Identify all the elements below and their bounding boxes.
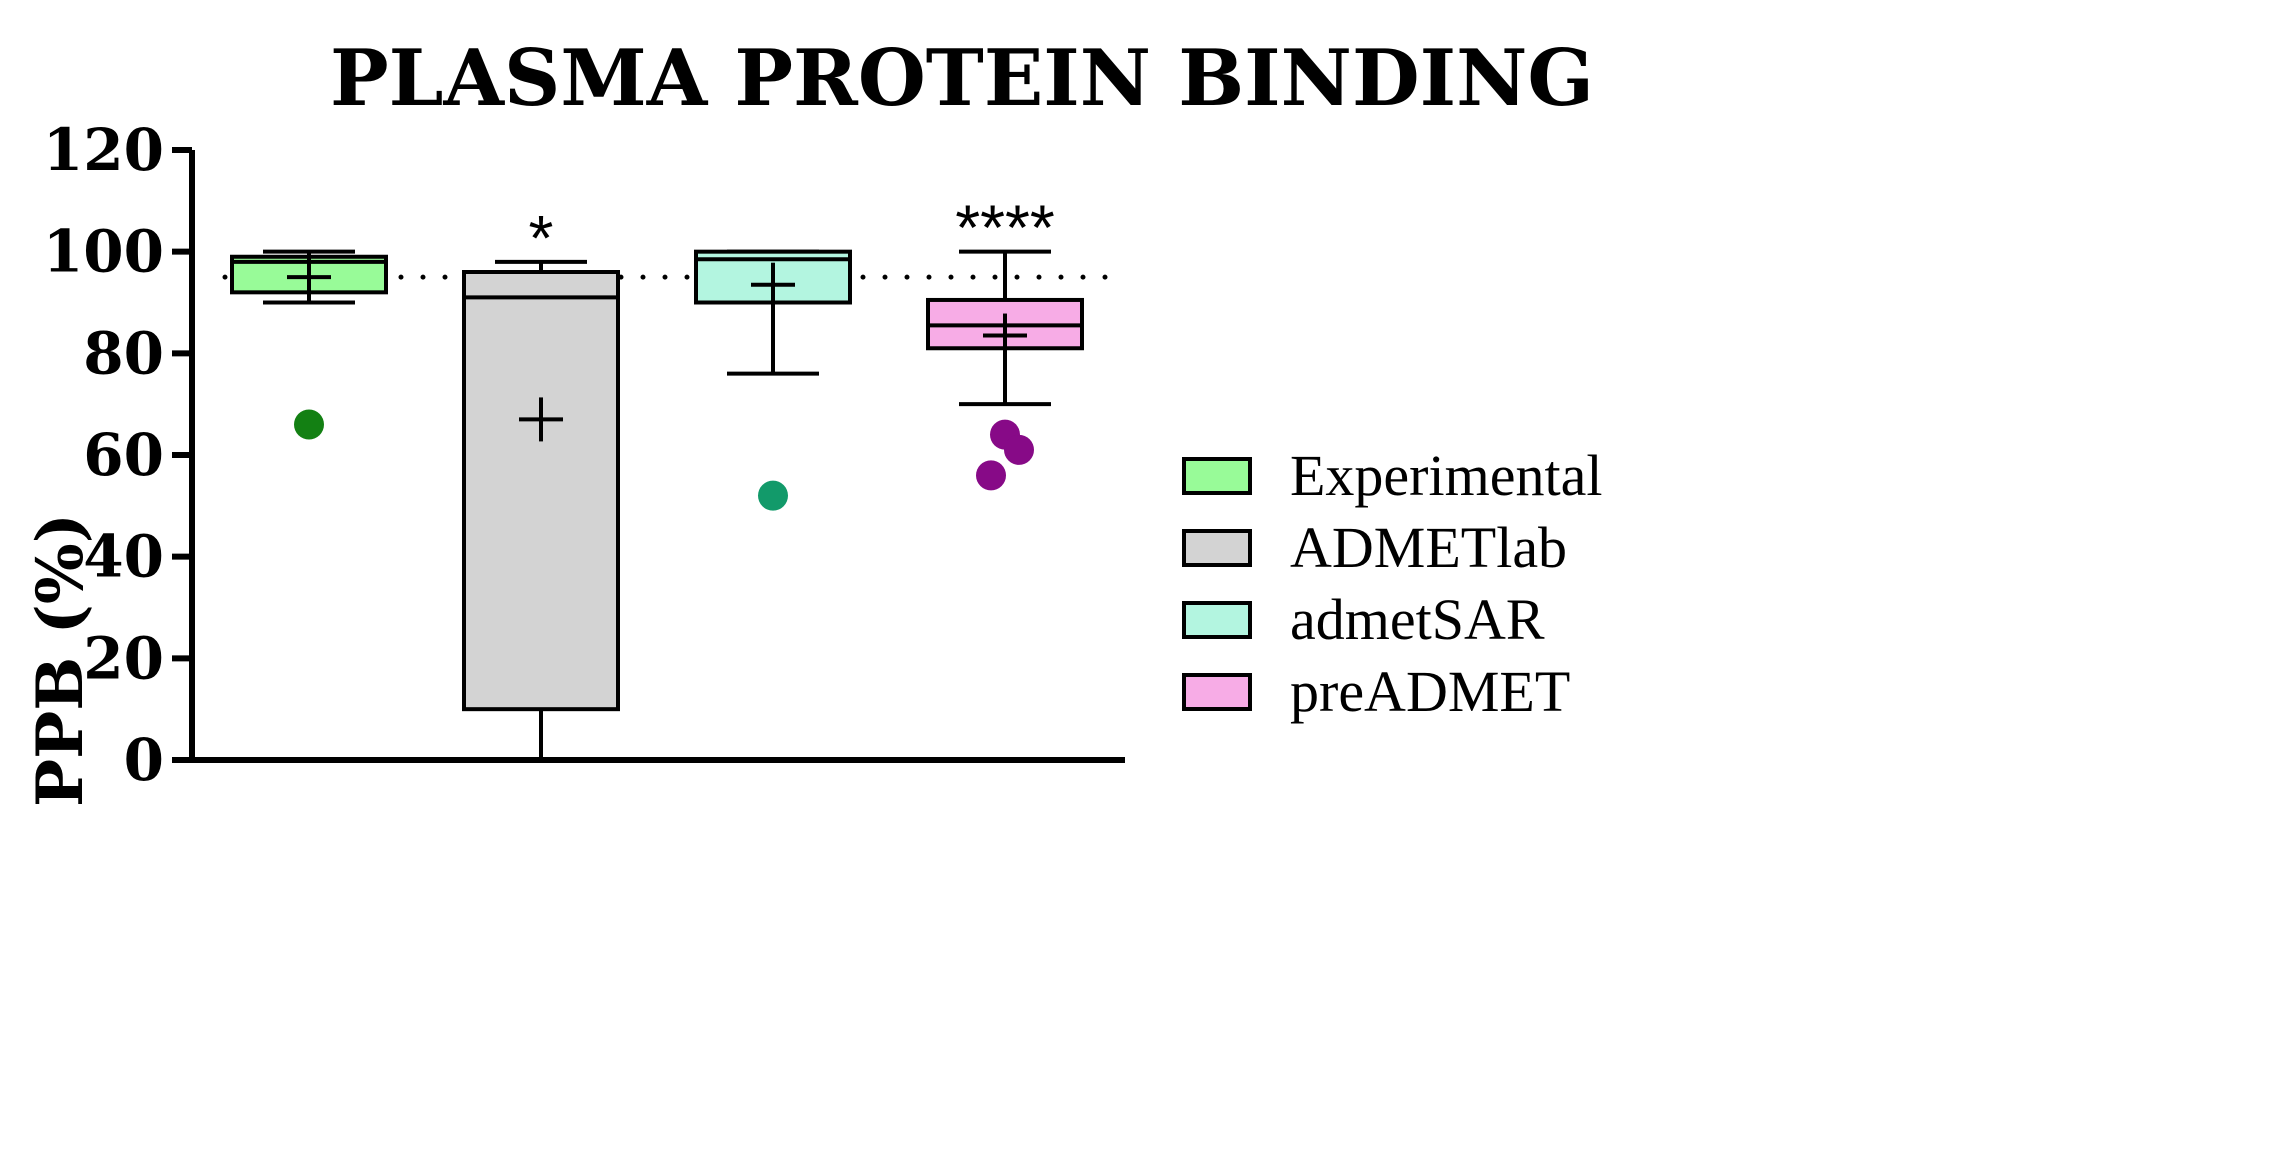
significance-annotation: ****: [955, 192, 1055, 264]
y-tick-label-60: 60: [83, 421, 164, 489]
y-tick-label-20: 20: [83, 624, 164, 692]
legend-swatch: [1182, 457, 1252, 495]
box-group-admetlab: *: [462, 202, 620, 760]
y-tick-label-40: 40: [83, 523, 164, 591]
y-axis-label: PPB (%): [23, 513, 98, 807]
chart-title: PLASMA PROTEIN BINDING: [330, 33, 1594, 124]
legend-item-admetsar: admetSAR: [1182, 587, 1545, 652]
y-tick-label-80: 80: [83, 319, 164, 387]
y-tick-label-100: 100: [43, 218, 164, 286]
box-iqr: [462, 270, 620, 712]
legend-item-admetlab: ADMETlab: [1182, 515, 1567, 580]
legend-label: Experimental: [1290, 443, 1602, 508]
significance-annotation: *: [529, 202, 554, 274]
legend-label: ADMETlab: [1290, 515, 1567, 580]
box-group-preadmet: ****: [926, 192, 1084, 491]
outlier-point: [758, 480, 788, 511]
outlier-point: [1004, 434, 1034, 465]
y-tick-label-120: 120: [43, 116, 164, 184]
box-group-admetsar: [694, 249, 852, 511]
legend-label: admetSAR: [1290, 587, 1545, 652]
legend-item-experimental: Experimental: [1182, 443, 1602, 508]
outlier-point: [976, 460, 1006, 491]
legend-swatch: [1182, 529, 1252, 567]
outlier-point: [294, 409, 324, 440]
y-tick-label-0: 0: [124, 726, 164, 794]
legend-swatch: [1182, 601, 1252, 639]
box-group-experimental: [230, 249, 388, 440]
legend-swatch: [1182, 673, 1252, 711]
legend-label: preADMET: [1290, 659, 1570, 724]
legend-item-preadmet: preADMET: [1182, 659, 1570, 724]
